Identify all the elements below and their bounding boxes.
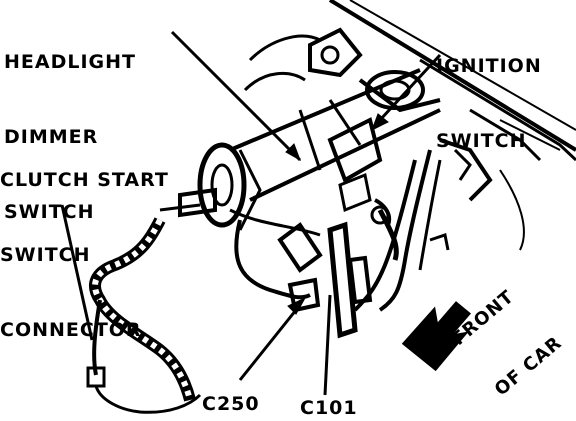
wiring-harness-right (327, 149, 450, 339)
ignition-label-line: IGNITION (436, 55, 542, 77)
leader-c250 (238, 304, 302, 381)
headlight-label-line: HEADLIGHT (4, 51, 136, 73)
steering-column (229, 27, 441, 213)
ignition-label-line: SWITCH (436, 130, 527, 152)
clutch-label-line: SWITCH (0, 244, 91, 266)
front-of-car-arrow (401, 301, 471, 372)
leader-c101 (323, 294, 332, 396)
leader-ignition (378, 53, 442, 122)
c250-label: C250 (202, 393, 260, 415)
clutch-start-switch-connector-label: CLUTCH START SWITCH CONNECTOR (0, 118, 169, 368)
leader-headlight (170, 30, 302, 162)
clutch-label-line: CONNECTOR (0, 319, 142, 341)
c101-label: C101 (300, 397, 358, 419)
headlight-dimmer-switch-label: HEADLIGHT DIMMER SWITCH (4, 0, 136, 250)
ignition-switch-label: IGNITION SWITCH (436, 4, 542, 179)
wiring-harness-left (86, 208, 323, 414)
clutch-label-line: CLUTCH START (0, 169, 169, 191)
leader-clutch (60, 204, 94, 341)
headlight-label-line: SWITCH (4, 201, 95, 223)
leader-lines (60, 30, 442, 396)
headlight-label-line: DIMMER (4, 126, 99, 148)
front-label-line: FRONT (448, 286, 519, 350)
dashboard-panel (328, 0, 576, 251)
